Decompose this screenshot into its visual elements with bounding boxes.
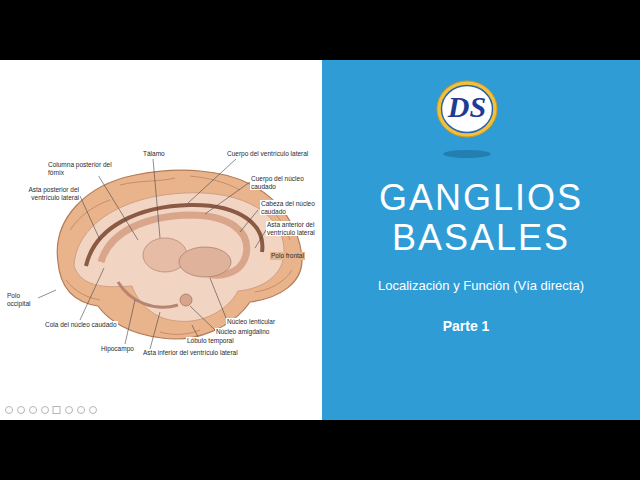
part-label: Columna posterior del fórnix bbox=[47, 161, 124, 176]
part-label: Asta posterior del ventrículo lateral bbox=[18, 186, 80, 201]
part-label: Polo occipital bbox=[6, 292, 38, 307]
hippocampus bbox=[118, 282, 178, 307]
slide-ground bbox=[0, 60, 640, 420]
slide-subtitle: Localización y Función (Vía directa) bbox=[331, 278, 631, 294]
part-label: Asta inferior del ventrículo lateral bbox=[142, 349, 239, 357]
part-label: Hipocampo bbox=[100, 345, 135, 353]
title-panel: GANGLIOS BASALES Localización y Función (… bbox=[322, 60, 640, 420]
logo-badge: DS bbox=[435, 78, 499, 160]
part-number: Parte 1 bbox=[322, 318, 610, 335]
part-label: Cuerpo del núcleo caudado bbox=[250, 175, 320, 190]
brain-outline bbox=[57, 170, 302, 339]
cut-surface bbox=[74, 193, 284, 322]
lenticular-nucleus bbox=[179, 247, 231, 277]
part-label: Cuerpo del ventrículo lateral bbox=[226, 150, 309, 158]
part-label: Polo frontal bbox=[270, 252, 305, 260]
part-label: Tálamo bbox=[142, 150, 166, 158]
toolbar-icons bbox=[6, 407, 97, 414]
part-label: Núcleo amigdalino bbox=[215, 328, 270, 336]
part-label: Núcleo lenticular bbox=[226, 318, 276, 326]
part-label: Lóbulo temporal bbox=[186, 337, 235, 345]
amygdala bbox=[180, 294, 192, 306]
gyri bbox=[66, 176, 292, 334]
logo-text: DS bbox=[435, 90, 499, 124]
part-label: Asta anterior del ventrículo lateral bbox=[266, 221, 320, 236]
logo-shadow bbox=[443, 150, 491, 158]
slide-title: GANGLIOS BASALES bbox=[342, 178, 620, 258]
part-label: Cabeza del núcleo caudado bbox=[260, 200, 320, 215]
part-label: Cola del núcleo caudado bbox=[44, 321, 118, 329]
